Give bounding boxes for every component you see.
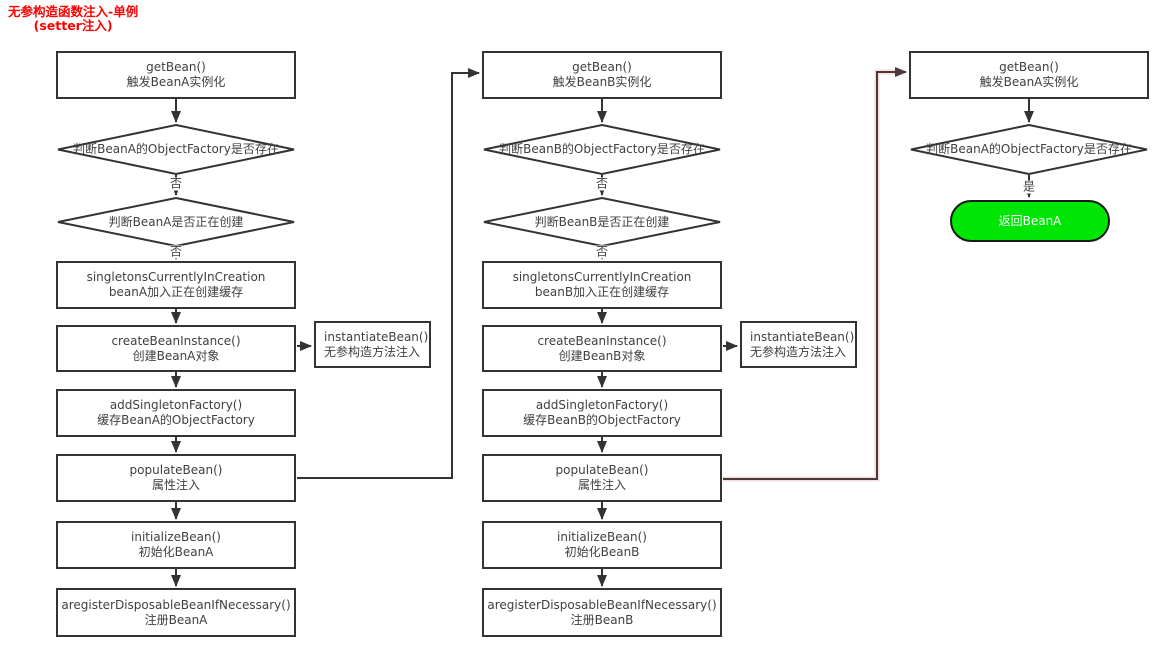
node-title: aregisterDisposableBeanIfNecessary()	[61, 597, 291, 612]
decision-text: 判断BeanB的ObjectFactory是否存在	[499, 142, 705, 156]
node-title: addSingletonFactory()	[535, 398, 669, 412]
node-title: 返回BeanA	[998, 213, 1062, 228]
decision-factory-exists-a2: 判断BeanA的ObjectFactory是否存在	[909, 123, 1149, 176]
node-getbean-b: getBean() 触发BeanB实例化	[482, 51, 722, 99]
node-getbean-a: getBean() 触发BeanA实例化	[56, 51, 296, 99]
node-title: populateBean()	[555, 463, 649, 477]
node-subtitle: 缓存BeanB的ObjectFactory	[523, 413, 681, 427]
node-title: initializeBean()	[131, 530, 221, 544]
node-title: addSingletonFactory()	[109, 398, 243, 412]
node-subtitle: beanB加入正在创建缓存	[534, 285, 670, 299]
node-return-bean-a: 返回BeanA	[950, 200, 1110, 242]
node-increation-cache-a: singletonsCurrentlyInCreation beanA加入正在创…	[56, 261, 296, 309]
node-subtitle: beanA加入正在创建缓存	[108, 285, 244, 299]
node-subtitle: 创建BeanA对象	[132, 348, 220, 363]
node-subtitle: 属性注入	[151, 478, 200, 492]
decision-in-creation-b: 判断BeanB是否正在创建	[482, 196, 722, 248]
diagram-title-line1: 无参构造函数注入-单例	[8, 4, 139, 19]
node-createbeaninstance-b: createBeanInstance() 创建BeanB对象	[482, 325, 722, 372]
node-subtitle: 属性注入	[577, 478, 626, 492]
node-subtitle: 触发BeanB实例化	[552, 75, 652, 89]
node-title: populateBean()	[129, 463, 223, 477]
node-title: createBeanInstance()	[537, 333, 667, 348]
decision-text: 判断BeanA是否正在创建	[108, 214, 244, 229]
node-subtitle: 触发BeanA实例化	[126, 75, 226, 89]
arrow-populateb-halo	[723, 69, 905, 482]
node-instantiatebean-a: instantiateBean() 无参构造方法注入	[314, 321, 431, 368]
branch-label-no: 否	[168, 244, 184, 259]
node-createbeaninstance-a: createBeanInstance() 创建BeanA对象	[56, 325, 296, 372]
node-instantiatebean-b: instantiateBean() 无参构造方法注入	[740, 321, 857, 368]
node-initializebean-b: initializeBean() 初始化BeanB	[482, 521, 722, 569]
node-subtitle: 注册BeanA	[144, 612, 208, 627]
decision-factory-exists-b: 判断BeanB的ObjectFactory是否存在	[482, 123, 722, 176]
branch-label-no: 否	[594, 244, 610, 259]
node-subtitle: 初始化BeanA	[138, 545, 214, 559]
node-subtitle: 创建BeanB对象	[558, 348, 646, 363]
diagram-title: 无参构造函数注入-单例 (setter注入)	[8, 5, 138, 33]
node-title: createBeanInstance()	[111, 333, 241, 348]
node-initializebean-a: initializeBean() 初始化BeanA	[56, 521, 296, 569]
branch-label-no: 否	[594, 176, 610, 191]
decision-factory-exists-a: 判断BeanA的ObjectFactory是否存在	[56, 123, 296, 176]
node-title: singletonsCurrentlyInCreation	[86, 270, 266, 284]
node-addsingletonfactory-a: addSingletonFactory() 缓存BeanA的ObjectFact…	[56, 389, 296, 437]
node-title: getBean()	[999, 60, 1059, 74]
node-addsingletonfactory-b: addSingletonFactory() 缓存BeanB的ObjectFact…	[482, 389, 722, 437]
node-registerdisposable-a: aregisterDisposableBeanIfNecessary() 注册B…	[56, 588, 296, 637]
branch-label-no: 否	[168, 176, 184, 191]
decision-text: 判断BeanA的ObjectFactory是否存在	[926, 142, 1132, 156]
node-title: initializeBean()	[557, 530, 647, 544]
node-title: getBean()	[572, 60, 632, 74]
node-title: getBean()	[146, 60, 206, 74]
diamond-shape	[483, 123, 721, 176]
node-subtitle: 缓存BeanA的ObjectFactory	[97, 413, 255, 427]
node-registerdisposable-b: aregisterDisposableBeanIfNecessary() 注册B…	[482, 588, 722, 637]
node-subtitle: 注册BeanB	[570, 612, 634, 627]
node-getbean-a2: getBean() 触发BeanA实例化	[909, 51, 1149, 99]
node-increation-cache-b: singletonsCurrentlyInCreation beanB加入正在创…	[482, 261, 722, 309]
diamond-shape	[57, 123, 295, 176]
decision-text: 判断BeanB是否正在创建	[534, 214, 670, 229]
node-title: aregisterDisposableBeanIfNecessary()	[487, 597, 717, 612]
arrow-populateb-to-getbeana	[723, 67, 907, 480]
diamond-shape	[910, 123, 1148, 176]
node-populatebean-a: populateBean() 属性注入	[56, 454, 296, 502]
node-title: instantiateBean()	[750, 329, 855, 344]
decision-in-creation-a: 判断BeanA是否正在创建	[56, 196, 296, 248]
node-subtitle: 触发BeanA实例化	[979, 75, 1079, 89]
branch-label-yes: 是	[1021, 179, 1037, 194]
decision-text: 判断BeanA的ObjectFactory是否存在	[73, 142, 279, 156]
diagram-title-line2: (setter注入)	[33, 18, 113, 33]
node-subtitle: 初始化BeanB	[564, 545, 640, 559]
arrow-populatea-to-getbeanb	[297, 68, 480, 479]
node-populatebean-b: populateBean() 属性注入	[482, 454, 722, 502]
node-subtitle: 无参构造方法注入	[324, 344, 421, 359]
node-subtitle: 无参构造方法注入	[750, 344, 847, 359]
node-title: instantiateBean()	[324, 329, 429, 344]
node-title: singletonsCurrentlyInCreation	[512, 270, 692, 284]
